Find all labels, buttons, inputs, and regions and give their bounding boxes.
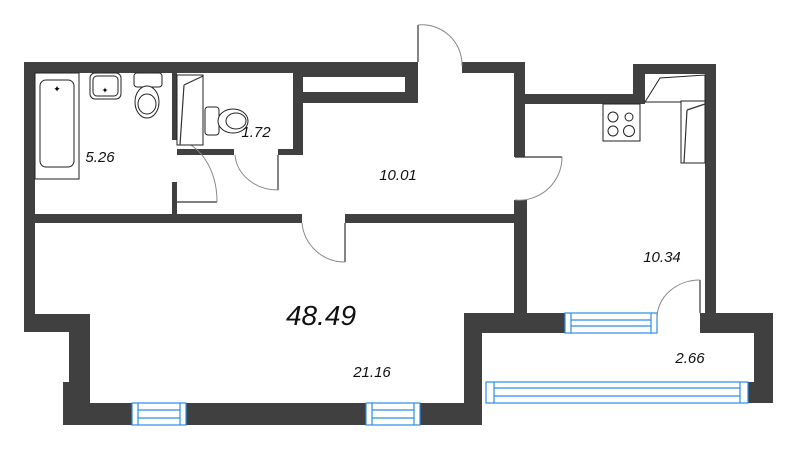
total-area: 48.49: [286, 300, 356, 331]
sink-icon: ✦: [89, 72, 122, 100]
bathtub-icon: ✦: [34, 72, 80, 180]
window-living-left: [131, 402, 187, 426]
living-door: [301, 222, 346, 263]
svg-text:✦: ✦: [102, 86, 109, 95]
hallway-area: 10.01: [379, 167, 417, 184]
living-room-area: 21.16: [352, 364, 391, 381]
wc-toilet-icon: [204, 106, 249, 136]
bathroom-area: 5.26: [85, 149, 115, 166]
kitchen-area: 10.34: [643, 249, 681, 266]
window-kitchen: [564, 312, 658, 334]
window-balcony: [485, 381, 749, 404]
windows: [131, 312, 749, 426]
wc-cabinet-icon: [176, 74, 204, 146]
stove-icon: [602, 103, 641, 142]
kitchen-cabinet-icon: [644, 74, 706, 164]
kitchen-door: [514, 156, 563, 201]
area-labels: 5.26 1.72 10.01 10.34 48.49 21.16 2.66: [85, 124, 705, 381]
balcony-door: [656, 279, 701, 319]
svg-text:✦: ✦: [53, 84, 61, 94]
toilet-icon: [133, 72, 163, 119]
wc-area: 1.72: [241, 124, 271, 141]
wc-door: [234, 154, 279, 191]
window-living-right: [365, 402, 421, 426]
balcony-area: 2.66: [674, 350, 705, 367]
entry-door: [417, 24, 463, 67]
fixtures: ✦ ✦: [34, 72, 706, 180]
walls: [24, 62, 773, 425]
